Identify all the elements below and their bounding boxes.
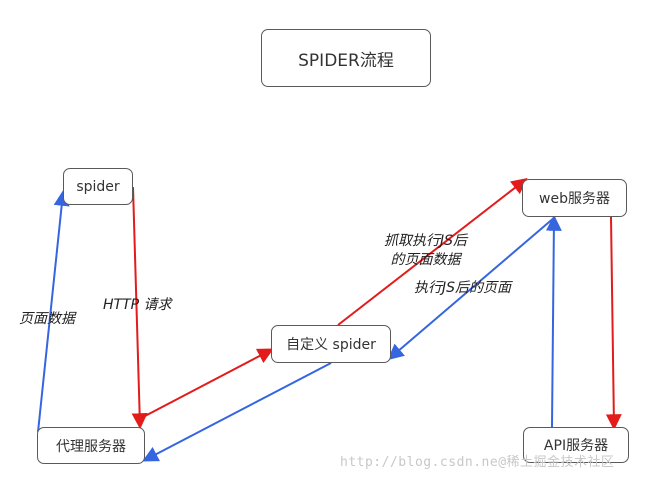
edge-label-exec-js-page: 执行JS后的页面 <box>414 280 512 296</box>
node-proxy-server: 代理服务器 <box>37 427 145 464</box>
node-api-server: API服务器 <box>523 427 629 463</box>
edge-label-fetch-line2: 的页面数据 <box>390 252 461 268</box>
arrow-custom-to-web <box>337 178 528 326</box>
node-api-server-label: API服务器 <box>543 438 609 454</box>
watermark: http://blog.csdn.ne@稀土掘金技术社区 <box>340 455 615 470</box>
node-spider-label: spider <box>76 178 120 195</box>
diagram-title: SPIDER流程 <box>261 29 431 87</box>
arrow-web-to-custom <box>387 216 556 361</box>
edge-label-fetch-js-page: 抓取执行JS后 的页面数据 <box>384 232 467 270</box>
node-web-server-label: web服务器 <box>539 191 610 207</box>
node-web-server: web服务器 <box>522 179 627 217</box>
arrow-web-to-api <box>605 216 622 431</box>
node-custom-spider-label: 自定义 spider <box>286 337 376 353</box>
arrow-spider-to-proxy <box>131 186 148 430</box>
arrow-proxy-to-spider <box>37 189 70 433</box>
edge-label-fetch-line1: 抓取执行JS后 <box>384 233 468 249</box>
edge-label-http-request: HTTP 请求 <box>103 297 172 313</box>
node-custom-spider: 自定义 spider <box>271 325 391 363</box>
arrow-api-to-web <box>545 214 562 428</box>
arrow-custom-to-proxy <box>142 362 332 462</box>
edge-label-page-data: 页面数据 <box>19 311 75 327</box>
node-spider: spider <box>63 168 133 205</box>
node-proxy-server-label: 代理服务器 <box>56 438 126 455</box>
arrow-proxy-to-custom <box>144 348 274 417</box>
